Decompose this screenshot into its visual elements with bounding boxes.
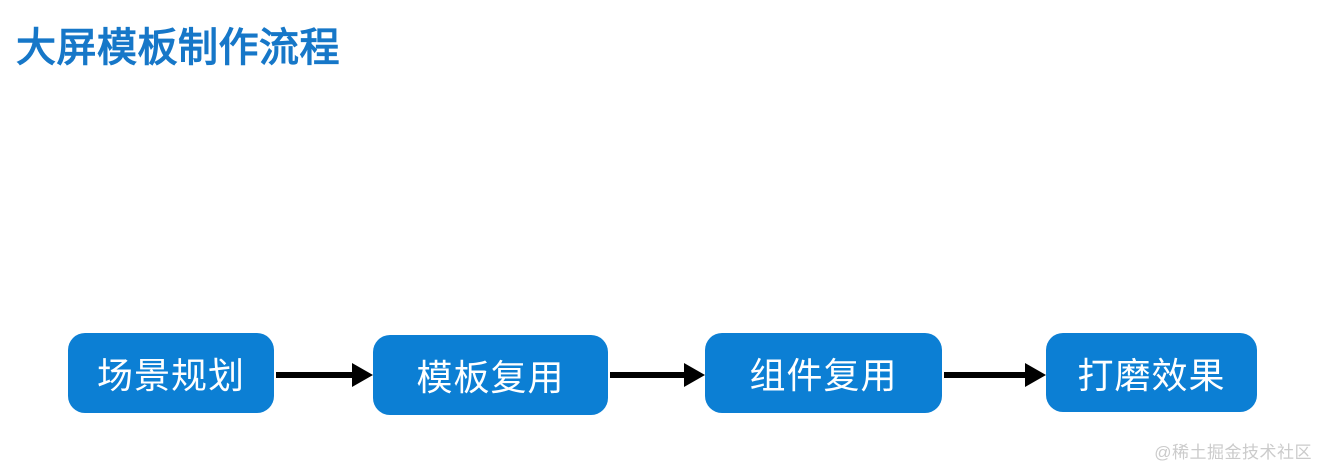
flow-step-polish-effect: 打磨效果 [1046,333,1257,412]
flow-arrow-3 [944,363,1046,387]
flow-arrow-2 [610,363,705,387]
flow-step-label: 打磨效果 [1077,354,1226,396]
flow-step-label: 场景规划 [96,355,245,396]
watermark: @稀土掘金技术社区 [1154,443,1312,462]
page-title: 大屏模板制作流程 [16,26,340,70]
flow-step-label: 模板复用 [416,357,565,398]
flow-step-template-reuse: 模板复用 [373,335,608,415]
flow-step-scene-planning: 场景规划 [68,333,274,413]
flow-arrow-1 [276,363,373,387]
flow-step-component-reuse: 组件复用 [705,333,942,413]
flow-step-label: 组件复用 [749,355,898,396]
